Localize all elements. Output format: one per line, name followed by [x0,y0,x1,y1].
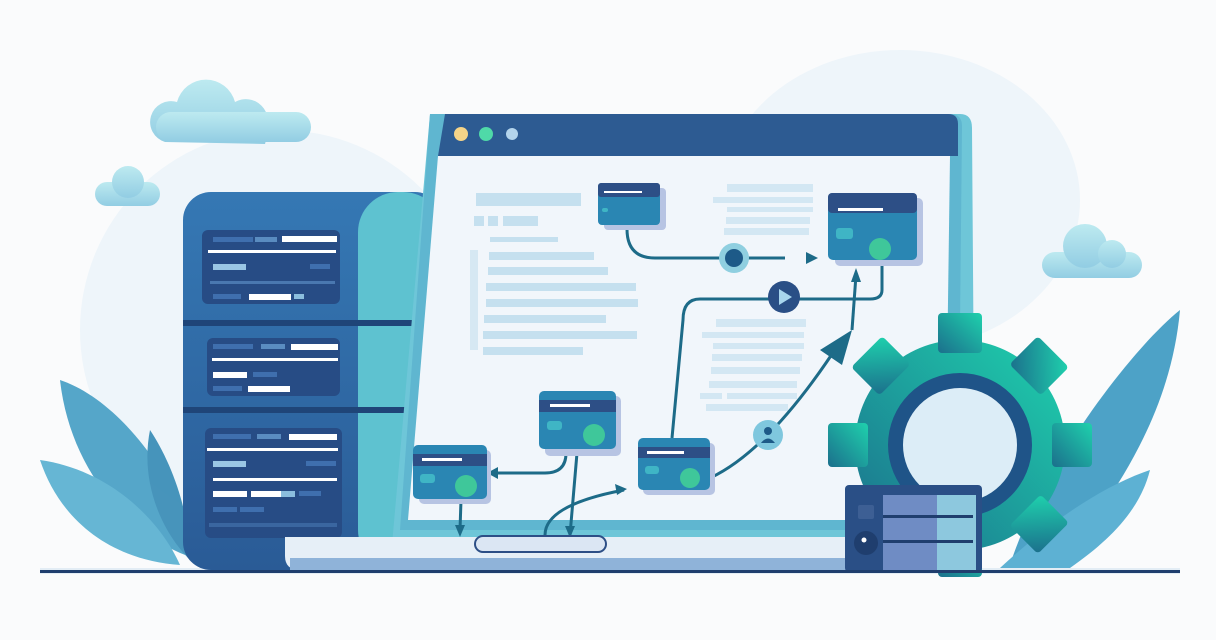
user-icon [753,420,783,450]
leaf-left [40,380,200,565]
sync-icon [719,243,749,273]
laptop-base [285,535,905,570]
workflow-node [598,183,666,230]
workflow-node [539,391,621,456]
workflow-node [413,445,491,504]
cloud-icon [95,166,160,206]
cloud-icon [1042,224,1142,278]
play-icon [768,281,800,313]
server-icon [845,485,982,572]
workflow-node [638,438,715,495]
ground-line [40,570,1180,573]
gear-icon [828,313,1092,577]
window-dot-green [479,127,493,141]
cloud-icon [150,79,311,144]
window-dot-yellow [454,127,468,141]
touchpad [474,535,607,553]
window-dot-blue [506,128,518,140]
workflow-node [828,193,923,266]
